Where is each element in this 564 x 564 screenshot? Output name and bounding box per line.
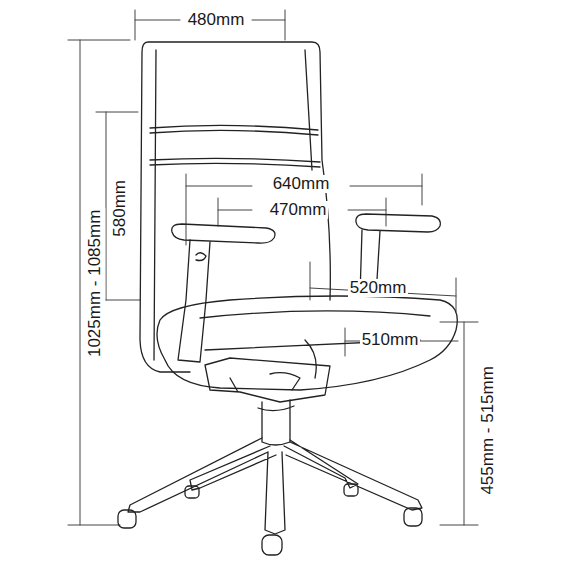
left-arm-pad xyxy=(172,224,275,243)
chair-back xyxy=(140,42,330,372)
left-arm-post xyxy=(178,240,210,362)
dimension-label: 455mm - 515mm xyxy=(479,364,498,496)
castor xyxy=(262,535,282,555)
dim-510 xyxy=(345,328,458,356)
castor xyxy=(344,484,358,496)
dimension-label: 580mm xyxy=(111,178,130,239)
dim-1025-1085 xyxy=(68,40,130,525)
dim-640 xyxy=(186,174,422,245)
back-stripes xyxy=(150,125,320,167)
dimension-label: 510mm xyxy=(360,331,421,350)
castor xyxy=(185,486,199,498)
dimension-label: 1025mm - 1085mm xyxy=(87,207,106,358)
dimension-label: 480mm xyxy=(186,11,247,30)
castor xyxy=(404,508,422,526)
gas-column xyxy=(258,400,294,445)
armrests xyxy=(172,214,441,362)
dimension-label: 520mm xyxy=(348,279,409,298)
dim-470 xyxy=(218,198,386,226)
dimension-label: 640mm xyxy=(271,175,332,194)
castors xyxy=(118,484,422,555)
dimension-lines xyxy=(68,10,478,525)
dimension-label: 470mm xyxy=(268,201,329,220)
dim-455-515 xyxy=(440,322,478,525)
mechanism-body xyxy=(205,358,330,402)
mechanism xyxy=(205,358,330,445)
seat-seams xyxy=(200,311,430,378)
castor xyxy=(118,510,136,528)
back-outline xyxy=(140,42,330,372)
star-base xyxy=(118,438,422,555)
right-arm-pad xyxy=(356,214,440,232)
dim-480 xyxy=(135,10,285,40)
dim-520 xyxy=(310,262,456,312)
base-legs xyxy=(128,438,422,534)
